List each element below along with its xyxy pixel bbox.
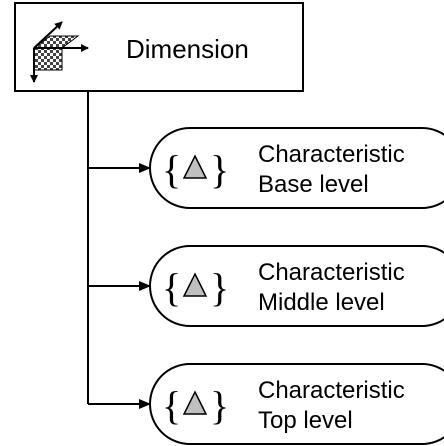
characteristic-base-line2: Base level bbox=[258, 171, 369, 198]
dimension-label: Dimension bbox=[126, 34, 249, 64]
characteristic-middle-line2: Middle level bbox=[258, 289, 385, 316]
svg-text:}: } bbox=[210, 147, 229, 192]
svg-text:}: } bbox=[210, 265, 229, 310]
svg-text:{: { bbox=[162, 265, 181, 310]
characteristic-node-base bbox=[149, 127, 444, 209]
characteristic-icon: { } bbox=[162, 383, 229, 428]
svg-text:{: { bbox=[162, 383, 181, 428]
characteristic-icon: { } bbox=[162, 265, 229, 310]
characteristic-node-middle bbox=[149, 245, 444, 327]
characteristic-icon: { } bbox=[162, 147, 229, 192]
characteristic-base-line1: Characteristic bbox=[258, 141, 405, 168]
characteristic-top-line2: Top level bbox=[258, 407, 353, 434]
svg-text:{: { bbox=[162, 147, 181, 192]
characteristic-node-top bbox=[149, 363, 444, 445]
svg-text:}: } bbox=[210, 383, 229, 428]
characteristic-middle-line1: Characteristic bbox=[258, 259, 405, 286]
dimension-node: Dimension bbox=[14, 2, 304, 92]
dimension-icon bbox=[30, 21, 89, 83]
characteristic-top-line1: Characteristic bbox=[258, 377, 405, 404]
